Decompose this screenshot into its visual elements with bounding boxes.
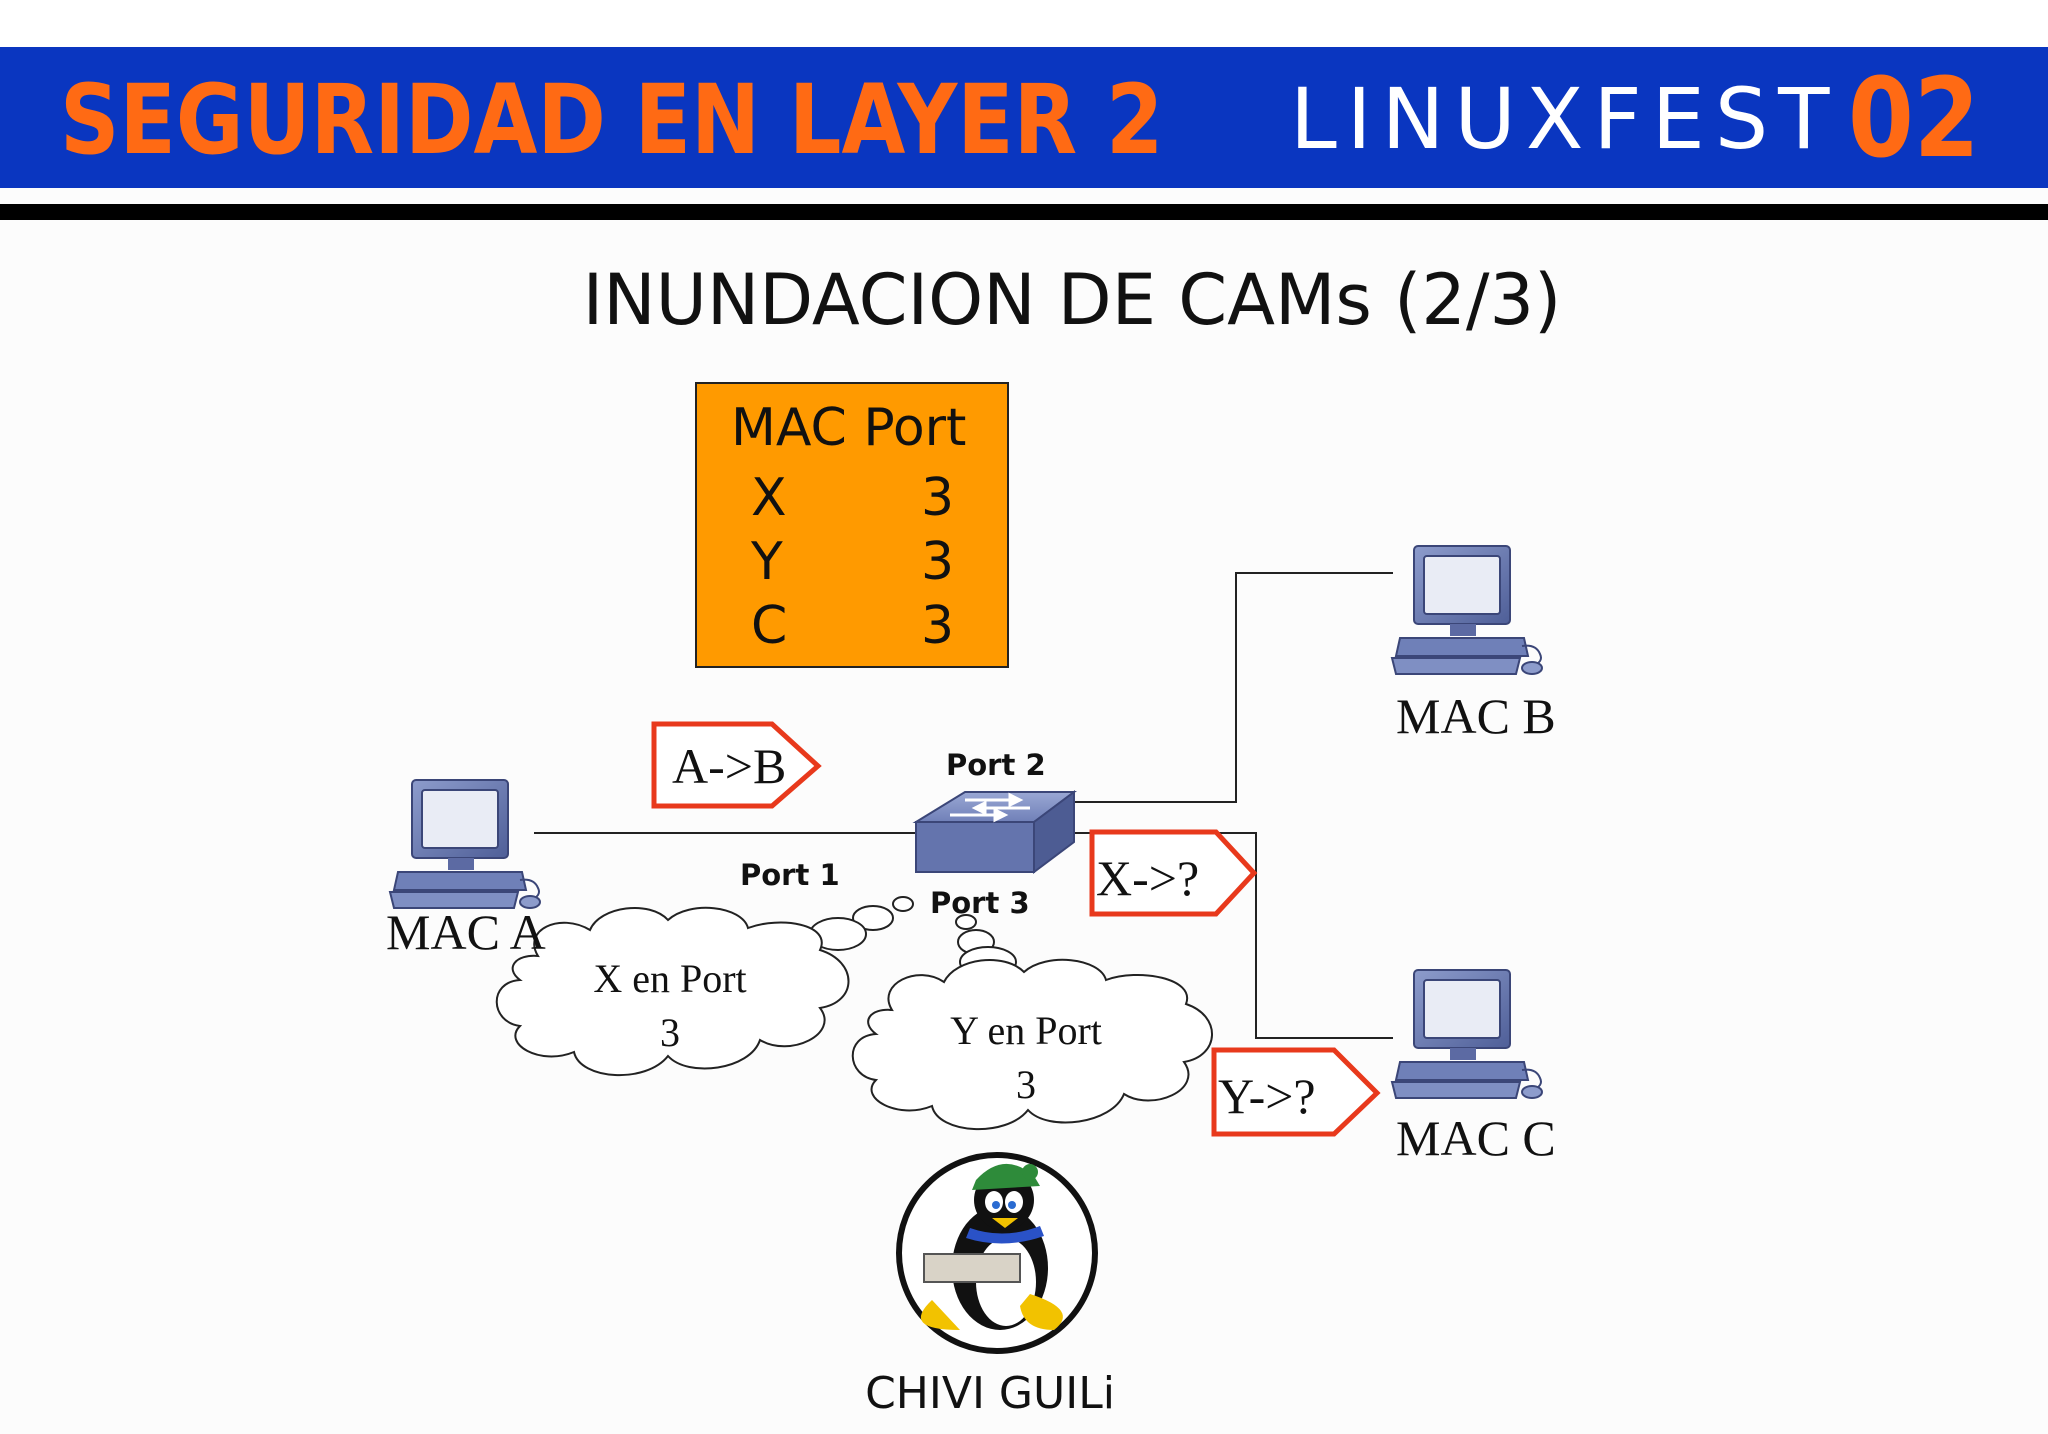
mac-a-label: MAC A bbox=[386, 904, 546, 960]
cloud-x-text: X en Port 3 bbox=[560, 952, 780, 1060]
port-1-label: Port 1 bbox=[740, 858, 840, 892]
cam-row-port: 3 bbox=[921, 532, 955, 592]
header-banner bbox=[0, 47, 2048, 188]
slide-title: INUNDACION DE CAMs (2/3) bbox=[582, 259, 1562, 341]
mascot-caption: CHIVI GUILi bbox=[865, 1368, 1115, 1419]
cloud-y-text: Y en Port 3 bbox=[916, 1004, 1136, 1112]
mac-b-label: MAC B bbox=[1396, 688, 1556, 744]
cloud-y-line-1: Y en Port bbox=[950, 1008, 1102, 1053]
cam-table-row: Y 3 bbox=[697, 530, 1007, 594]
penguin-mascot-icon bbox=[896, 1152, 1098, 1354]
header-title: SEGURIDAD EN LAYER 2 bbox=[60, 64, 1164, 176]
frame-a-to-b-label: A->B bbox=[672, 738, 787, 794]
port-2-label: Port 2 bbox=[946, 748, 1046, 782]
brand-text: LINUXFEST bbox=[1290, 70, 1840, 168]
frame-a-to-b bbox=[651, 721, 822, 809]
cam-row-port: 3 bbox=[921, 596, 955, 656]
port-3-label: Port 3 bbox=[930, 886, 1030, 920]
computer-b-icon bbox=[1390, 545, 1543, 675]
computer-a-icon bbox=[388, 779, 541, 909]
cam-row-mac: C bbox=[751, 596, 788, 656]
cam-table-row: C 3 bbox=[697, 594, 1007, 658]
computer-c-icon bbox=[1390, 969, 1543, 1099]
frame-x-to-unknown bbox=[1089, 829, 1258, 917]
frame-y-to-unknown-label: Y->? bbox=[1218, 1068, 1316, 1124]
cloud-x-line-1: X en Port bbox=[593, 956, 747, 1001]
cam-row-mac: X bbox=[751, 468, 787, 528]
header-top-strip bbox=[0, 0, 2048, 47]
cable-port-2 bbox=[1075, 572, 1393, 803]
cloud-y bbox=[851, 958, 1213, 1130]
cam-table: MAC Port X 3 Y 3 C 3 bbox=[695, 382, 1009, 668]
cam-row-port: 3 bbox=[921, 468, 955, 528]
switch-icon bbox=[912, 790, 1077, 874]
cloud-x bbox=[495, 906, 850, 1076]
header-divider bbox=[0, 204, 2048, 220]
cam-table-header: MAC Port bbox=[731, 398, 967, 458]
cloud-x-line-2: 3 bbox=[660, 1010, 680, 1055]
mac-c-label: MAC C bbox=[1396, 1110, 1556, 1166]
cam-row-mac: Y bbox=[751, 532, 783, 592]
brand-number: 02 bbox=[1848, 54, 1980, 182]
cam-table-row: X 3 bbox=[697, 466, 1007, 530]
frame-x-to-unknown-label: X->? bbox=[1096, 850, 1200, 906]
cloud-y-line-2: 3 bbox=[1016, 1062, 1036, 1107]
frame-y-to-unknown bbox=[1211, 1047, 1381, 1137]
